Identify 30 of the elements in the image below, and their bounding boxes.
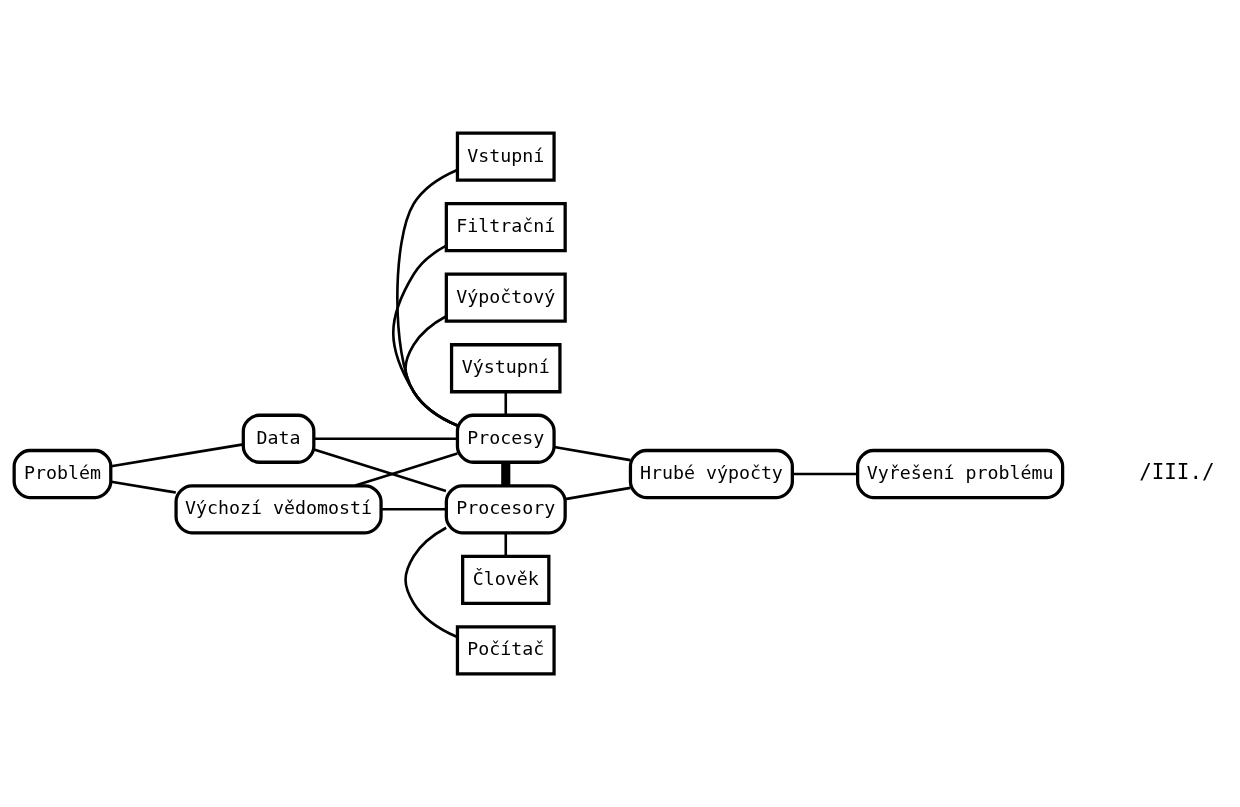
node-box: Výstupní bbox=[449, 343, 562, 394]
node-box: Vyřešení problému bbox=[856, 448, 1065, 500]
label: /III./ bbox=[1139, 459, 1215, 484]
connector bbox=[504, 533, 508, 557]
node-box: Vstupní bbox=[455, 131, 556, 182]
connector bbox=[354, 452, 458, 487]
connector bbox=[381, 507, 446, 511]
node-box: Výpočtový bbox=[444, 272, 567, 323]
connector bbox=[792, 472, 858, 476]
node-box: Filtrační bbox=[444, 202, 567, 253]
node-box: Problém bbox=[12, 448, 113, 500]
connector bbox=[110, 443, 244, 468]
node-box: Procesy bbox=[455, 413, 556, 464]
connector bbox=[553, 445, 631, 462]
connector bbox=[391, 244, 458, 427]
node-box: Člověk bbox=[461, 554, 551, 605]
connector bbox=[501, 462, 511, 486]
connector bbox=[396, 168, 458, 427]
node-box: Data bbox=[241, 413, 316, 464]
connector bbox=[565, 486, 631, 501]
connector bbox=[404, 526, 458, 639]
connector bbox=[110, 480, 177, 494]
connector bbox=[313, 448, 447, 493]
connector bbox=[404, 315, 458, 427]
connector bbox=[504, 392, 508, 416]
connector bbox=[313, 437, 458, 441]
node-box: Hrubé výpočty bbox=[628, 448, 794, 500]
node-box: Počítač bbox=[455, 625, 556, 676]
node-box: Procesory bbox=[444, 484, 567, 535]
node-box: Výchozí vědomostí bbox=[174, 484, 383, 535]
